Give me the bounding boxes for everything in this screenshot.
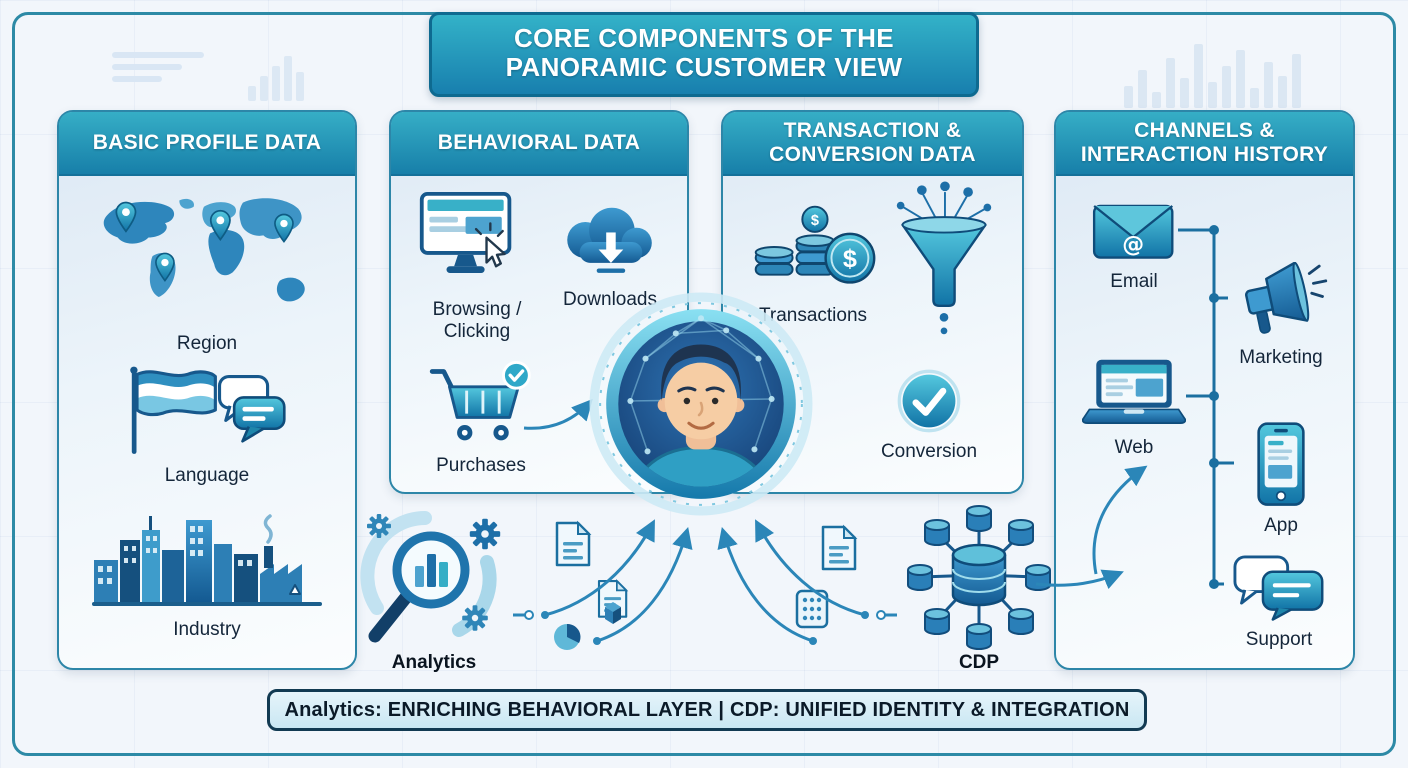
decorative-bars-icon [1124, 44, 1301, 108]
flow-to-channels-arrow [1092, 465, 1148, 575]
item-conversion: Conversion [873, 368, 985, 463]
footer-banner: Analytics: ENRICHING BEHAVIORAL LAYER | … [267, 689, 1147, 731]
data-flow-arrows [513, 519, 897, 650]
title-line-2: PANORAMIC CUSTOMER VIEW [505, 52, 903, 83]
item-industry: Industry [59, 508, 355, 641]
item-label: Marketing [1239, 347, 1323, 368]
funnel-icon [896, 181, 992, 335]
panel-transaction-conversion-data: TRANSACTION & CONVERSION DATA $ $ Tr [721, 110, 1024, 494]
item-label: Downloads [563, 289, 657, 310]
monitor-click-icon [419, 192, 512, 273]
item-funnel [889, 180, 999, 340]
title-banner: CORE COMPONENTS OF THE PANORAMIC CUSTOME… [429, 12, 979, 98]
shopping-cart-icon [429, 360, 531, 441]
cdp-to-channels-arrow [1035, 569, 1124, 590]
decorative-lines [112, 52, 204, 58]
item-label: Language [164, 465, 250, 486]
analytics-group: Analytics [358, 500, 510, 674]
item-label: Web [1114, 437, 1154, 458]
item-label: Conversion [880, 441, 978, 462]
analytics-label: Analytics [391, 652, 477, 673]
analytics-magnifier-icon [360, 511, 501, 643]
smartphone-icon [1257, 422, 1305, 506]
panel-header: BASIC PROFILE DATA [59, 112, 355, 176]
email-icon: @ [1092, 204, 1174, 259]
item-support: Support [1218, 552, 1340, 651]
item-label: Purchases [436, 455, 526, 476]
cdp-label: CDP [958, 652, 1000, 673]
item-marketing: Marketing [1224, 262, 1338, 369]
item-browsing-clicking: Browsing / Clicking [407, 192, 547, 343]
flag-and-chat-icon [130, 366, 286, 454]
item-label: Region [176, 333, 238, 354]
item-label: App [1264, 515, 1298, 536]
cdp-database-icon [907, 505, 1051, 650]
coin-stack-icon: $ $ [754, 205, 876, 284]
svg-text:@: @ [1122, 232, 1144, 257]
item-web: Web [1078, 358, 1190, 459]
item-region: Region [59, 190, 355, 355]
svg-text:$: $ [843, 245, 857, 273]
item-transactions: $ $ Transactions [737, 196, 889, 327]
item-label: Email [1110, 271, 1158, 292]
item-label: Support [1245, 629, 1313, 650]
purchases-to-avatar-arrow [523, 398, 593, 430]
title-line-1: CORE COMPONENTS OF THE [513, 23, 895, 53]
world-map-icon [103, 198, 305, 302]
check-circle-icon [897, 369, 961, 433]
decorative-lines [112, 76, 162, 82]
panel-header: TRANSACTION & CONVERSION DATA [723, 112, 1022, 176]
decorative-bars-icon [248, 56, 304, 101]
item-label: Browsing / Clicking [432, 299, 522, 342]
item-label: Transactions [758, 305, 868, 326]
customer-avatar [589, 292, 813, 516]
city-skyline-icon [92, 514, 322, 606]
decorative-lines [112, 64, 182, 70]
footer-banner-text: Analytics: ENRICHING BEHAVIORAL LAYER | … [284, 698, 1130, 721]
cloud-download-icon [567, 207, 652, 273]
item-purchases: Purchases [417, 360, 545, 477]
laptop-icon [1082, 359, 1186, 424]
channel-timeline-connector [1178, 225, 1234, 589]
chat-bubbles-icon [1233, 555, 1324, 621]
item-app: App [1234, 422, 1328, 537]
megaphone-icon [1245, 262, 1328, 334]
item-language: Language [59, 364, 355, 487]
panel-basic-profile-data: BASIC PROFILE DATA Region [57, 110, 357, 670]
item-email: @ Email [1078, 198, 1190, 293]
item-label: Industry [173, 619, 241, 640]
item-downloads: Downloads [549, 200, 671, 311]
svg-text:$: $ [811, 213, 819, 229]
panel-header: BEHAVIORAL DATA [391, 112, 687, 176]
panel-header: CHANNELS & INTERACTION HISTORY [1056, 112, 1353, 176]
cdp-group: CDP [903, 502, 1055, 674]
